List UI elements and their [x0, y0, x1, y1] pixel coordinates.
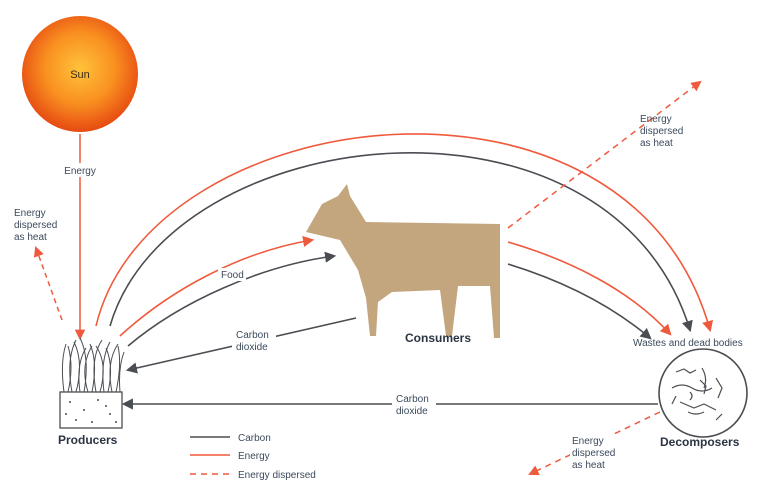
heat-bottom-line1: Energy — [572, 436, 604, 447]
co2-lower-line2: dioxide — [396, 406, 428, 417]
heat-top-line2: dispersed — [640, 126, 683, 137]
sun-disc — [22, 16, 138, 132]
co2-upper-line2: dioxide — [236, 342, 268, 353]
heat-label-left: Energy dispersed as heat — [14, 208, 57, 243]
decomposers-circle — [658, 348, 748, 438]
heat-left-line2: dispersed — [14, 220, 57, 231]
heat-top-line3: as heat — [640, 138, 673, 149]
producers-label: Producers — [58, 433, 118, 447]
soil-dots — [65, 399, 117, 423]
carbon-arc-producers-to-decomposers — [109, 152, 693, 333]
sun-energy-label: Energy — [64, 166, 96, 177]
co2-lower-line1: Carbon — [396, 394, 429, 405]
legend-dispersed-label: Energy dispersed — [238, 470, 316, 481]
food-label-bg — [218, 268, 246, 281]
heat-bottom-label-bg — [570, 434, 616, 472]
legend-energy-label: Energy — [238, 451, 270, 462]
legend: Carbon Energy Energy dispersed — [190, 433, 316, 481]
sun: Sun — [22, 16, 138, 132]
heat-bottom-line3: as heat — [572, 460, 605, 471]
heat-bottom-line2: dispersed — [572, 448, 615, 459]
co2-lower-label-bg — [392, 392, 436, 418]
co2-upper-label-bg — [232, 327, 276, 355]
consumers-cow — [306, 184, 500, 338]
food-carbon-arrow — [127, 251, 337, 347]
decomposers-organisms — [671, 367, 723, 421]
legend-carbon-label: Carbon — [238, 433, 271, 444]
consumers-label: Consumers — [405, 331, 471, 345]
sun-energy-label-bg — [60, 163, 100, 177]
heat-top-line1: Energy — [640, 114, 672, 125]
heat-label-bottom: Energy dispersed as heat — [572, 436, 615, 471]
heat-left-line3: as heat — [14, 232, 47, 243]
decomposers-label: Decomposers — [660, 435, 740, 449]
food-label: Food — [221, 270, 244, 281]
producers-soil — [59, 391, 123, 429]
energy-arc-producers-to-decomposers — [95, 133, 713, 333]
heat-left-line1: Energy — [14, 208, 46, 219]
consumers-heat-arrow — [507, 80, 702, 229]
wastes-label: Wastes and dead bodies — [633, 338, 743, 349]
co2-upper-line1: Carbon — [236, 330, 269, 341]
grass-blades — [61, 337, 125, 393]
sun-label: Sun — [70, 69, 90, 81]
heat-label-top-right: Energy dispersed as heat — [640, 114, 683, 149]
producers-grass — [59, 337, 125, 429]
food-energy-arrow — [119, 235, 315, 337]
consumers-carbon-to-wastes-arrow — [507, 263, 652, 340]
producers-heat-arrow — [33, 246, 63, 321]
decomposers-heat-arrow — [528, 411, 661, 476]
cow-silhouette — [306, 184, 500, 338]
consumers-energy-to-wastes-arrow — [507, 241, 672, 336]
